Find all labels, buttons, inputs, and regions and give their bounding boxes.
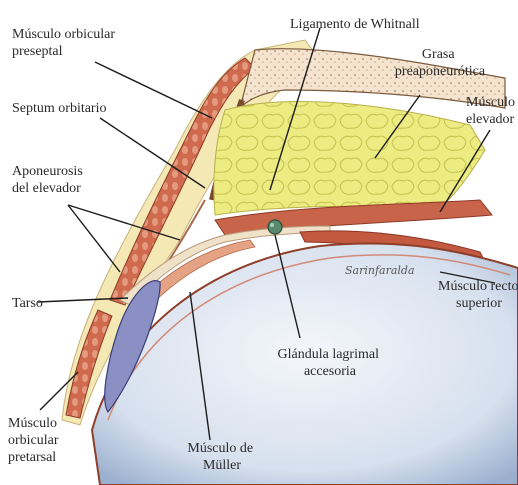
label-musculo-orbicular-pretarsal: Músculo orbicular pretarsal <box>8 416 62 465</box>
illustration <box>62 40 518 485</box>
label-musculo-elevador: Músculo elevador <box>466 95 518 127</box>
accessory-lacrimal-gland <box>268 220 282 234</box>
label-tarso: Tarso <box>12 296 43 311</box>
preaponeurotic-fat <box>214 102 485 215</box>
artist-signature: Sarinfaralda <box>345 264 415 277</box>
label-musculo-orbicular-preseptal: Músculo orbicular preseptal <box>12 27 119 59</box>
label-ligamento-whitnall: Ligamento de Whitnall <box>290 17 420 32</box>
gland-highlight <box>270 223 274 227</box>
label-aponeurosis-elevador: Aponeurosis del elevador <box>12 164 86 196</box>
label-septum-orbitario: Septum orbitario <box>12 101 107 116</box>
